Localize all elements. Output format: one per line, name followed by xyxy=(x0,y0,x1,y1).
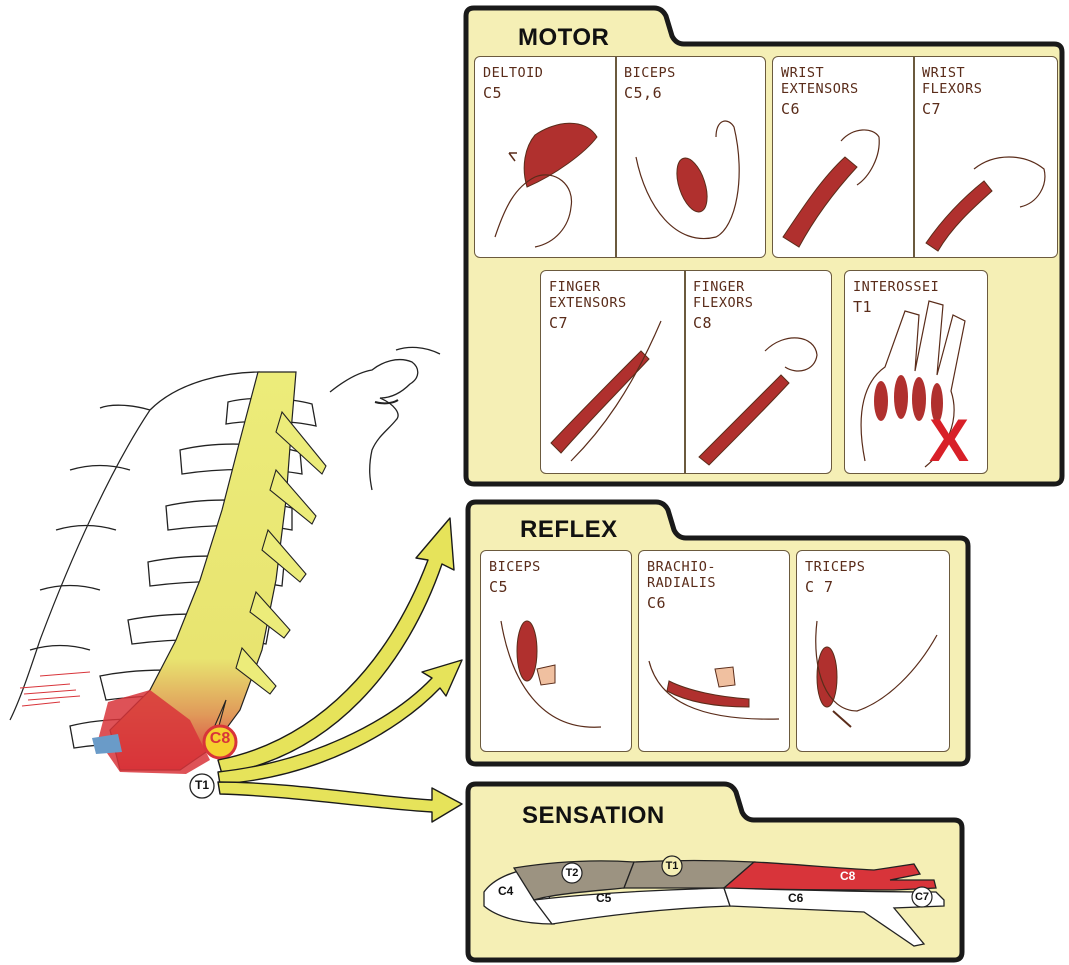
dermatome-c6 xyxy=(724,888,944,946)
dermatome-label-t2: T2 xyxy=(562,867,582,879)
finger-flexors-illustration xyxy=(685,271,831,473)
reflex-card-triceps: TRICEPS C 7 xyxy=(796,550,950,752)
dermatome-c8 xyxy=(724,862,936,890)
motor-card-upper-arm: DELTOID C5 BICEPS C5,6 xyxy=(474,56,766,258)
motor-item-interossei: INTEROSSEI T1 X xyxy=(845,271,987,473)
arrow-to-motor xyxy=(218,518,454,774)
deficit-x-mark: X xyxy=(929,411,969,471)
motor-item-wrist-flexors: WRIST FLEXORS C7 xyxy=(914,57,1057,257)
motor-card-interossei: INTEROSSEI T1 X xyxy=(844,270,988,474)
motor-item-deltoid: DELTOID C5 xyxy=(475,57,615,257)
sensation-title: SENSATION xyxy=(522,802,665,830)
finger-extensors-illustration xyxy=(541,271,684,473)
motor-item-wrist-extensors: WRIST EXTENSORS C6 xyxy=(773,57,913,257)
motor-panel: MOTOR DELTOID C5 BICEPS C5,6 WRIST EXTEN… xyxy=(458,4,1068,488)
wrist-flexors-illustration xyxy=(914,57,1057,257)
reflex-title: REFLEX xyxy=(520,516,618,544)
reflex-card-brachioradialis: BRACHIO- RADIALIS C6 xyxy=(638,550,790,752)
dermatome-arm-diagram xyxy=(474,844,954,954)
deltoid-illustration xyxy=(475,57,615,257)
motor-card-wrist: WRIST EXTENSORS C6 WRIST FLEXORS C7 xyxy=(772,56,1058,258)
triceps-reflex-illustration xyxy=(797,551,949,751)
dermatome-label-c7: C7 xyxy=(912,891,932,903)
dermatome-label-c5: C5 xyxy=(596,891,611,905)
reflex-panel: REFLEX BICEPS C5 BRACHIO- RADIALIS C6 TR… xyxy=(460,498,974,768)
motor-item-finger-flexors: FINGER FLEXORS C8 xyxy=(685,271,831,473)
motor-item-finger-extensors: FINGER EXTENSORS C7 xyxy=(541,271,684,473)
biceps-reflex-illustration xyxy=(481,551,631,751)
muscle-fibers xyxy=(20,672,90,706)
motor-title: MOTOR xyxy=(518,24,609,52)
motor-card-finger: FINGER EXTENSORS C7 FINGER FLEXORS C8 xyxy=(540,270,832,474)
motor-item-biceps: BICEPS C5,6 xyxy=(616,57,765,257)
dermatome-label-c8: C8 xyxy=(840,869,855,883)
sensation-panel: SENSATION C4 T2 C5 T1 C6 C8 C7 xyxy=(460,780,968,964)
dermatome-label-t1: T1 xyxy=(662,860,682,872)
biceps-illustration xyxy=(616,57,765,257)
wrist-extensors-illustration xyxy=(773,57,913,257)
arrow-to-sensation xyxy=(218,782,462,822)
dermatome-label-c6: C6 xyxy=(788,891,803,905)
dermatome-label-c4: C4 xyxy=(498,884,513,898)
brachioradialis-reflex-illustration xyxy=(639,551,789,751)
reflex-card-biceps: BICEPS C5 xyxy=(480,550,632,752)
